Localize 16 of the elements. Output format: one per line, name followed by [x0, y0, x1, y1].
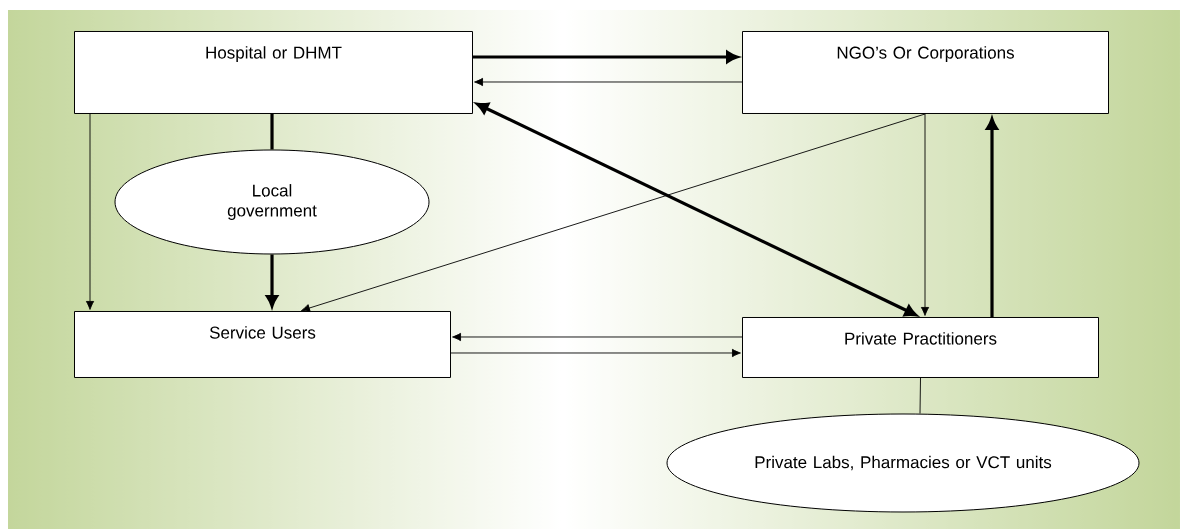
connector-line: [919, 377, 921, 414]
arrow: [266, 254, 278, 308]
process-box: Private Practitioners: [742, 317, 1099, 378]
arrow: [920, 113, 930, 316]
arrow: [986, 117, 998, 317]
arrow: [473, 51, 739, 63]
ellipse-node: Local government: [114, 149, 430, 255]
connector-line: [270, 114, 274, 150]
process-box: NGO’s Or Corporations: [742, 31, 1109, 114]
process-box: Service Users: [74, 311, 451, 378]
ellipse-node: Private Labs, Pharmacies or VCT units: [666, 413, 1140, 513]
arrow: [85, 113, 95, 310]
process-box: Hospital or DHMT: [74, 31, 473, 114]
arrow: [452, 332, 743, 342]
arrow: [450, 348, 741, 358]
arrow: [474, 77, 743, 87]
